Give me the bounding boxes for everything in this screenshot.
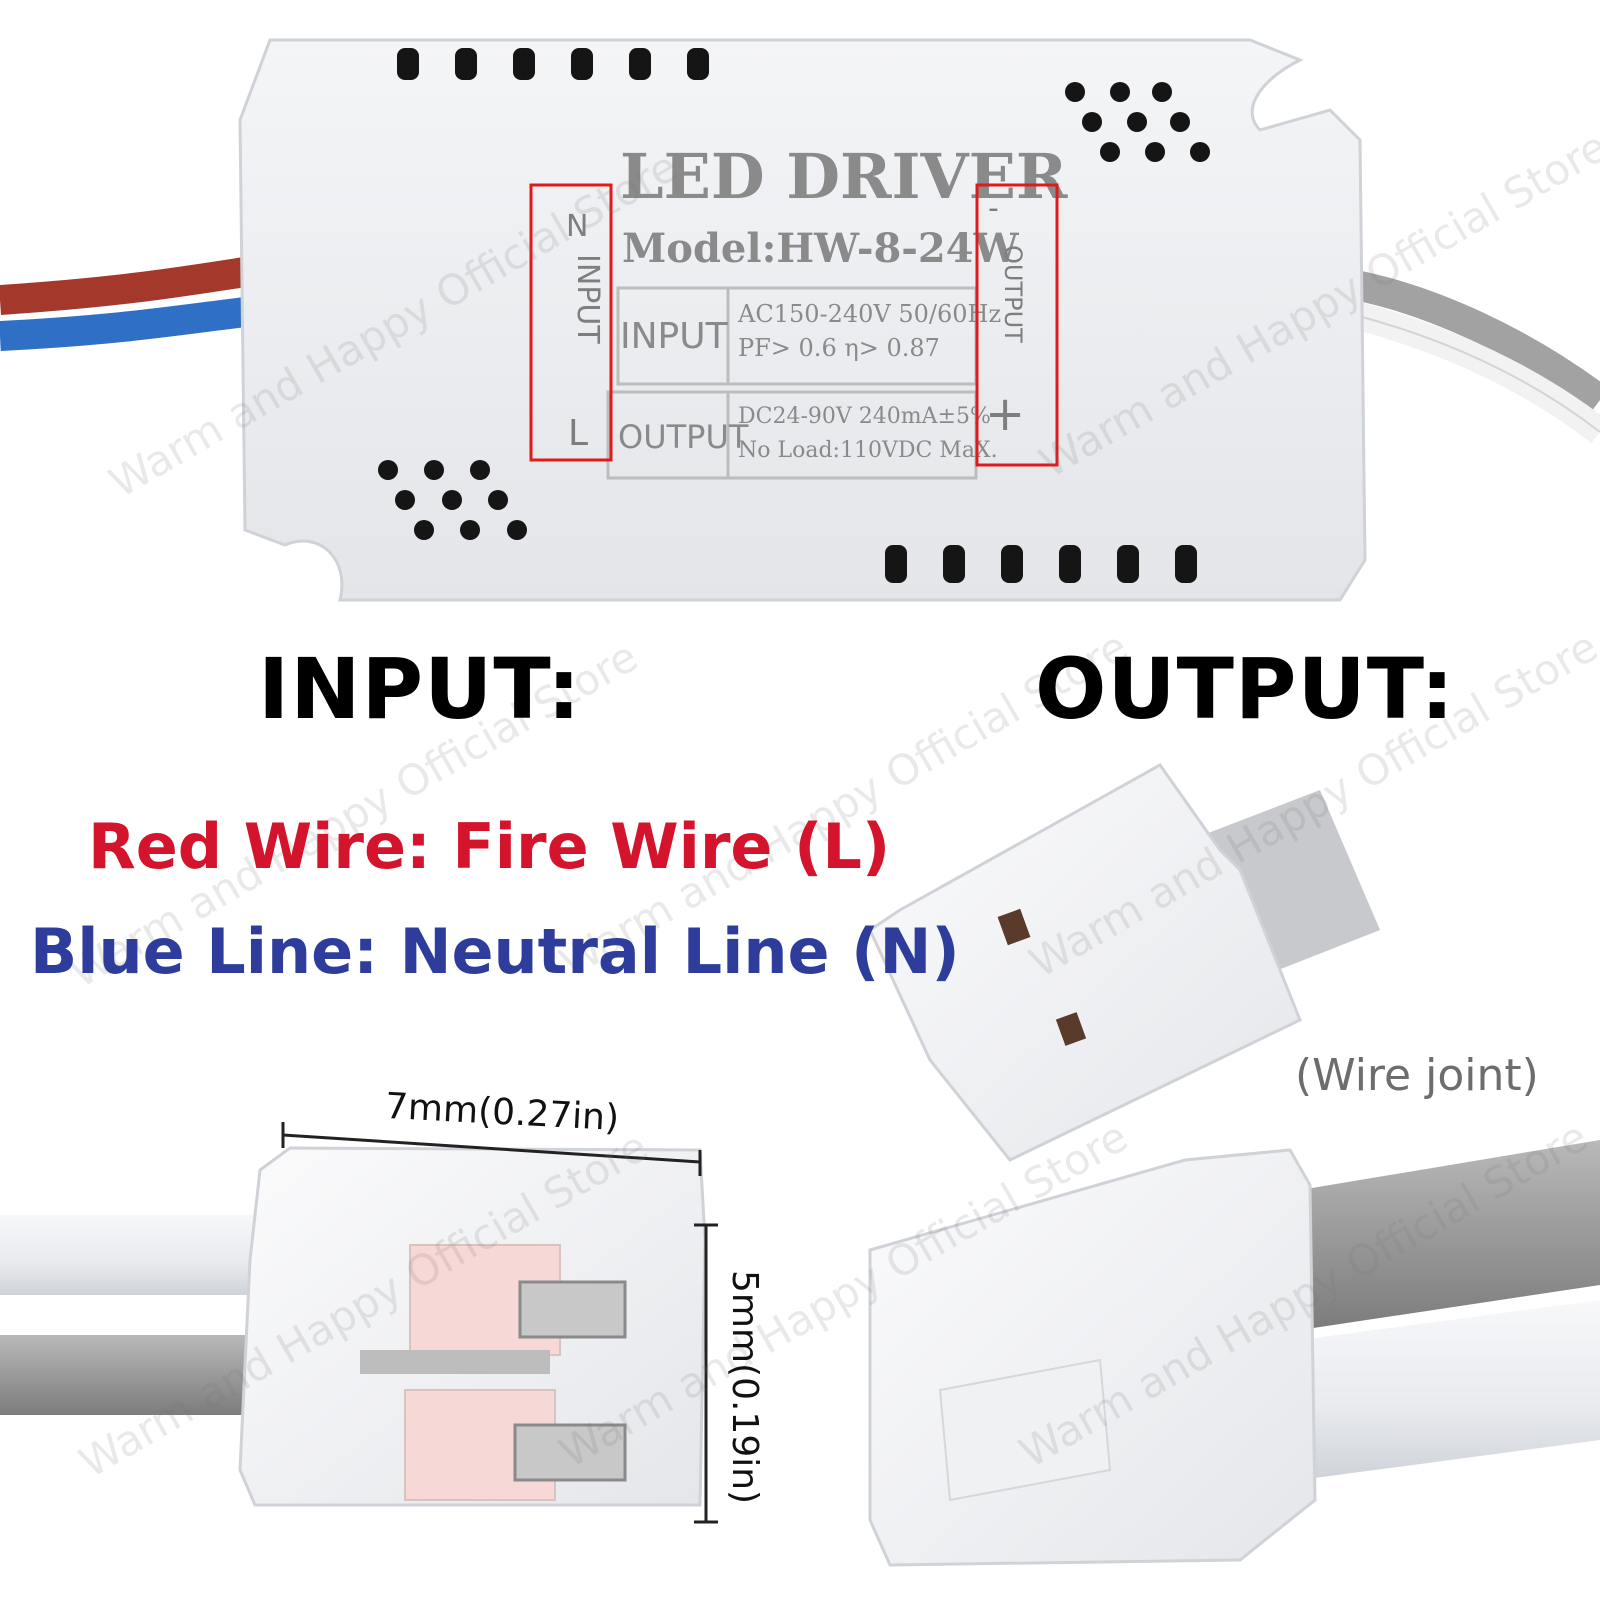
driver-output-spec-2: No Load:110VDC MaX. (738, 438, 998, 463)
input-connector-plug (238, 1146, 707, 1507)
vent-slots-top (397, 48, 709, 80)
side-input-marking: N INPUT L (566, 209, 605, 454)
wire-joint-caption: (Wire joint) (1295, 1050, 1539, 1101)
dimension-lines (281, 1122, 718, 1524)
blue-line-legend: Blue Line: Neutral Line (N) (30, 915, 960, 988)
input-cable-top (0, 257, 248, 351)
vent-slots-bottom (885, 545, 1197, 583)
side-input-text: INPUT (570, 254, 605, 344)
output-highlight-box (975, 183, 1059, 467)
input-heading: INPUT: (258, 640, 582, 738)
driver-input-spec-2: PF> 0.6 η> 0.87 (738, 334, 940, 362)
output-cable-top (1351, 270, 1600, 444)
input-connector-cables (0, 1215, 260, 1415)
led-driver-case: LED DRIVER Model:HW-8-24W INPUT AC150-24… (238, 38, 1367, 602)
driver-input-label: INPUT (620, 316, 729, 357)
driver-output-spec-1: DC24-90V 240mA±5% (738, 404, 991, 429)
driver-label-print: LED DRIVER Model:HW-8-24W INPUT AC150-24… (606, 140, 1068, 480)
vent-holes-top-right (1065, 82, 1210, 162)
driver-output-label: OUTPUT (618, 418, 749, 456)
side-output-marking: - OUTPUT + (985, 191, 1027, 442)
input-n-marker: N (566, 209, 588, 244)
vent-holes-bottom-left (378, 460, 527, 540)
input-highlight-box (529, 183, 613, 462)
output-heading: OUTPUT: (1035, 640, 1455, 738)
output-plus-marker: + (985, 386, 1025, 442)
driver-model: Model:HW-8-24W (622, 225, 1020, 272)
output-connector-cables (1300, 1140, 1600, 1480)
wire-joint-plug (868, 763, 1302, 1162)
input-l-marker: L (568, 413, 588, 454)
height-dimension: 5mm(0.19in) (724, 1270, 765, 1505)
driver-title: LED DRIVER (620, 140, 1068, 213)
red-wire-legend: Red Wire: Fire Wire (L) (88, 810, 891, 883)
side-output-text: OUTPUT (999, 245, 1027, 343)
output-connector-plug (868, 1148, 1317, 1567)
driver-input-spec-1: AC150-240V 50/60Hz (737, 300, 1001, 328)
output-minus-marker: - (988, 191, 999, 226)
